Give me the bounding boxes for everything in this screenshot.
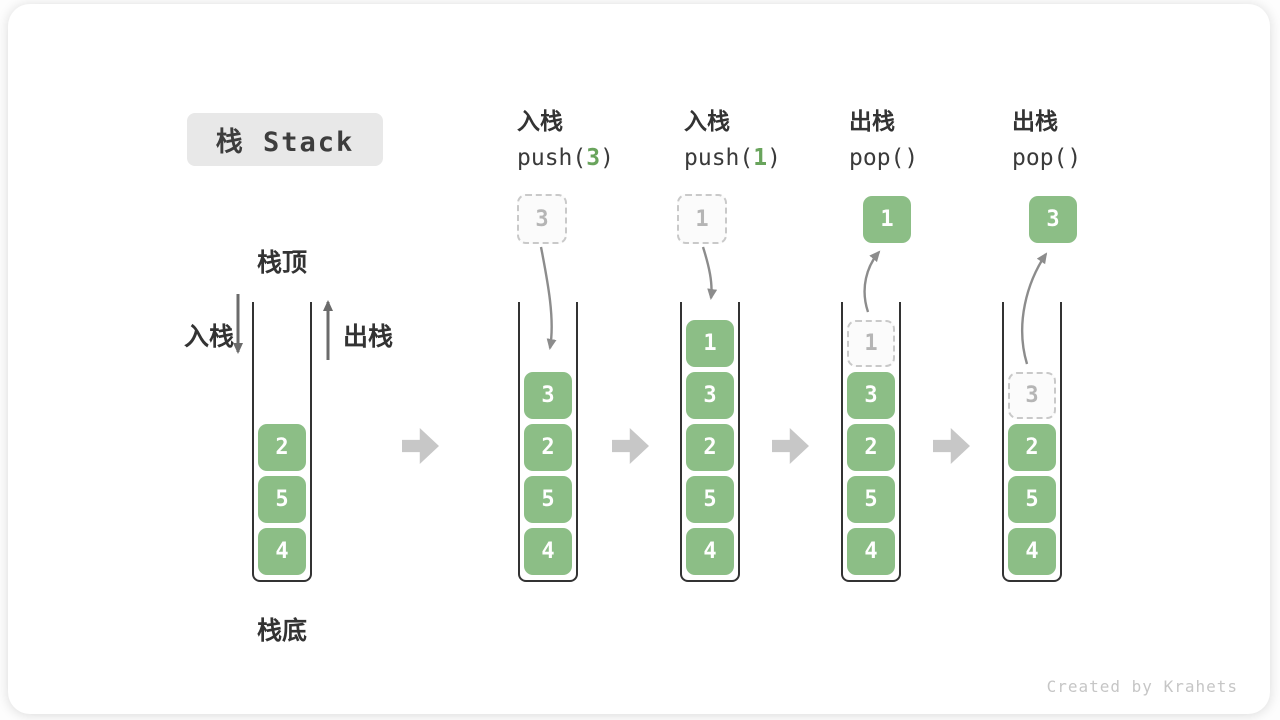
stack-item: 3 [686, 372, 734, 419]
op-header-push-1: 入栈 push(1) [684, 102, 781, 171]
stack-item: 4 [524, 528, 572, 575]
stack-item: 1 [686, 320, 734, 367]
op-code-arg: 3 [586, 145, 601, 171]
stack-item: 2 [524, 424, 572, 471]
title-box: 栈 Stack [187, 113, 383, 166]
stack-item: 5 [524, 476, 572, 523]
op-name: 入栈 [517, 108, 563, 134]
op-code-pre: push( [517, 145, 587, 171]
stack-item-removed: 1 [847, 320, 895, 367]
op-code: pop() [849, 145, 918, 171]
popped-value: 1 [880, 207, 894, 232]
popped-value: 3 [1046, 207, 1060, 232]
op-code: pop() [1012, 145, 1081, 171]
pending-value: 1 [695, 206, 709, 232]
stack-item: 4 [686, 528, 734, 575]
stack-container: 1 3 2 5 4 [680, 302, 740, 582]
stack-bottom-label: 栈底 [256, 617, 307, 645]
op-header-pop-1: 出栈 pop() [849, 102, 918, 171]
stack-item: 3 [524, 372, 572, 419]
stack-container: 1 3 2 5 4 [841, 302, 901, 582]
op-code-pre: pop( [1012, 145, 1068, 171]
stack-item: 5 [1008, 476, 1056, 523]
stack-item: 2 [258, 424, 306, 471]
push-legend-label: 入栈 [184, 323, 235, 351]
watermark: Created by Krahets [1046, 677, 1238, 696]
op-code-pre: pop( [849, 145, 905, 171]
stack-container: 3 2 5 4 [518, 302, 578, 582]
op-code: push(3) [517, 145, 614, 171]
op-code-post: ) [904, 145, 919, 171]
pending-value-box: 1 [677, 194, 727, 244]
op-code: push(1) [684, 145, 781, 171]
op-code-post: ) [1067, 145, 1082, 171]
op-code-arg: 1 [753, 145, 768, 171]
stack-item: 2 [686, 424, 734, 471]
stack-container: 3 2 5 4 [1002, 302, 1062, 582]
popped-value-box: 1 [863, 196, 911, 243]
stack-item: 3 [847, 372, 895, 419]
pending-value-box: 3 [517, 194, 567, 244]
stack-item-removed: 3 [1008, 372, 1056, 419]
stack-item: 5 [847, 476, 895, 523]
op-header-push-3: 入栈 push(3) [517, 102, 614, 171]
stack-top-label: 栈顶 [256, 249, 307, 277]
stack-item: 4 [1008, 528, 1056, 575]
op-code-pre: push( [684, 145, 754, 171]
op-name: 入栈 [684, 108, 730, 134]
popped-value-box: 3 [1029, 196, 1077, 243]
op-name: 出栈 [849, 108, 895, 134]
stack-item: 5 [258, 476, 306, 523]
stack-item: 4 [847, 528, 895, 575]
op-header-pop-3: 出栈 pop() [1012, 102, 1081, 171]
pending-value: 3 [535, 206, 549, 232]
stack-item: 5 [686, 476, 734, 523]
stack-item: 4 [258, 528, 306, 575]
stack-item: 2 [847, 424, 895, 471]
page-title: 栈 Stack [215, 127, 355, 158]
pop-legend-label: 出栈 [343, 323, 394, 351]
stack-item: 2 [1008, 424, 1056, 471]
op-code-post: ) [600, 145, 614, 171]
op-name: 出栈 [1012, 108, 1058, 134]
stack-container: 2 5 4 [252, 302, 312, 582]
op-code-post: ) [767, 145, 781, 171]
